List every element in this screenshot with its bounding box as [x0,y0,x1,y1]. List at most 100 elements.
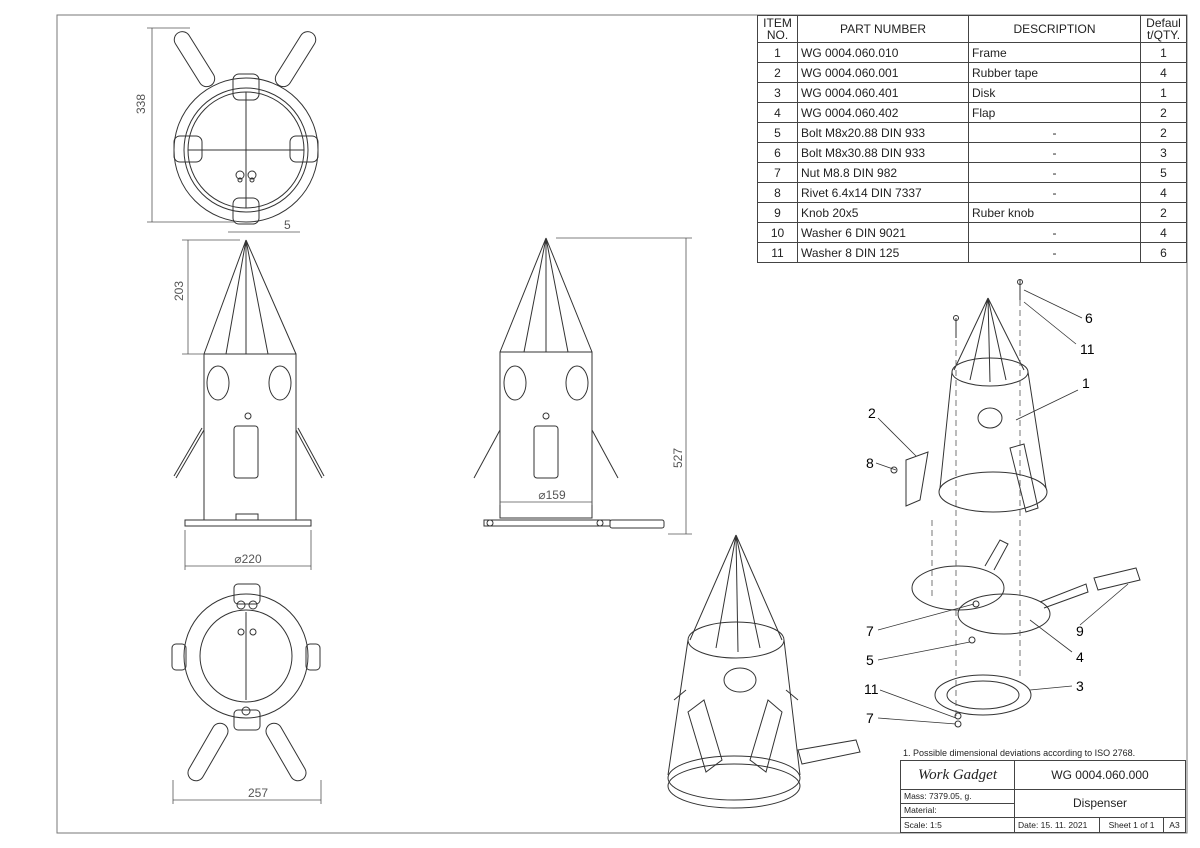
balloon-1: 1 [1082,375,1090,391]
bottom-view [171,583,321,782]
balloon-3: 3 [1076,678,1084,694]
company-name: Work Gadget [900,760,1015,790]
bom-part-number: WG 0004.060.001 [797,62,969,83]
bom-item-no: 8 [757,182,798,203]
balloon-5: 5 [866,652,874,668]
sheet-border [56,14,1188,834]
bom-part-number: Washer 6 DIN 9021 [797,222,969,243]
bom-qty: 1 [1140,42,1187,63]
bom-part-number: Washer 8 DIN 125 [797,242,969,263]
scale-field: Scale: 1:5 [900,817,1015,833]
balloon-11-lower: 11 [864,681,879,697]
bom-header-desc: DESCRIPTION [968,15,1141,43]
balloon-4: 4 [1076,649,1084,665]
bom-part-number: Bolt M8x20.88 DIN 933 [797,122,969,143]
bom-qty: 1 [1140,82,1187,103]
dim-base-dia-label: ⌀220 [234,552,262,566]
dim-side [499,237,692,535]
bom-item-no: 2 [757,62,798,83]
balloon-8: 8 [866,455,874,471]
exploded-centerlines [931,300,1021,720]
bom-item-no: 4 [757,102,798,123]
side-view [473,237,665,529]
bom-part-number: Rivet 6.4x14 DIN 7337 [797,182,969,203]
dim-top-height-label: 338 [134,94,148,114]
dim-bottom-width [172,780,322,804]
bom-description: Rubber tape [968,62,1141,83]
bom-item-no: 10 [757,222,798,243]
bom-qty: 5 [1140,162,1187,183]
bom-qty: 2 [1140,202,1187,223]
bom-item-no: 11 [757,242,798,263]
tolerance-note: 1. Possible dimensional deviations accor… [903,748,1136,758]
balloon-2: 2 [868,405,876,421]
balloon-9: 9 [1076,623,1084,639]
bom-item-no: 6 [757,142,798,163]
bom-part-number: Knob 20x5 [797,202,969,223]
dim-total-height-label: 527 [671,448,685,468]
paper-size: A3 [1163,817,1186,833]
bom-qty: 4 [1140,62,1187,83]
drawing-title: Dispenser [1014,789,1186,818]
bom-item-no: 5 [757,122,798,143]
bom-description: - [968,122,1141,143]
bom-qty: 6 [1140,242,1187,263]
material-field: Material: [900,803,1015,818]
bom-item-no: 9 [757,202,798,223]
dim-top-height [147,27,235,223]
bom-qty: 2 [1140,102,1187,123]
mass-field: Mass: 7379.05, g. [900,789,1015,804]
date-field: Date: 15. 11. 2021 [1014,817,1100,833]
bom-part-number: Nut M8.8 DIN 982 [797,162,969,183]
drawing-number: WG 0004.060.000 [1014,760,1186,790]
bom-item-no: 3 [757,82,798,103]
dim-cone-label: 203 [172,281,186,301]
bom-qty: 4 [1140,222,1187,243]
exploded-view [890,279,1141,728]
bom-description: Ruber knob [968,202,1141,223]
balloon-7-lower: 7 [866,710,874,726]
dim-bottom-width-label: 257 [248,786,268,800]
balloon-6: 6 [1085,310,1093,326]
top-view [173,31,319,225]
isometric-view [667,534,861,809]
bom-description: - [968,222,1141,243]
bom-qty: 3 [1140,142,1187,163]
bom-description: Flap [968,102,1141,123]
bom-description: Disk [968,82,1141,103]
title-block: Work Gadget WG 0004.060.000 Mass: 7379.0… [900,760,1186,833]
bom-description: - [968,142,1141,163]
bom-item-no: 1 [757,42,798,63]
balloon-11-top: 11 [1080,341,1095,357]
front-view [173,239,325,527]
balloon-leaders [875,289,1129,725]
dim-cone [182,239,312,570]
bom-item-no: 7 [757,162,798,183]
bom-part-number: WG 0004.060.010 [797,42,969,63]
bom-qty: 2 [1140,122,1187,143]
bom-part-number: Bolt M8x30.88 DIN 933 [797,142,969,163]
bom-description: Frame [968,42,1141,63]
bom-qty: 4 [1140,182,1187,203]
bom-part-number: WG 0004.060.402 [797,102,969,123]
balloon-7-upper: 7 [866,623,874,639]
bom-part-number: WG 0004.060.401 [797,82,969,103]
bom-description: - [968,162,1141,183]
dim-inner-dia-label: ⌀159 [538,488,566,502]
bom-description: - [968,182,1141,203]
bom-description: - [968,242,1141,263]
